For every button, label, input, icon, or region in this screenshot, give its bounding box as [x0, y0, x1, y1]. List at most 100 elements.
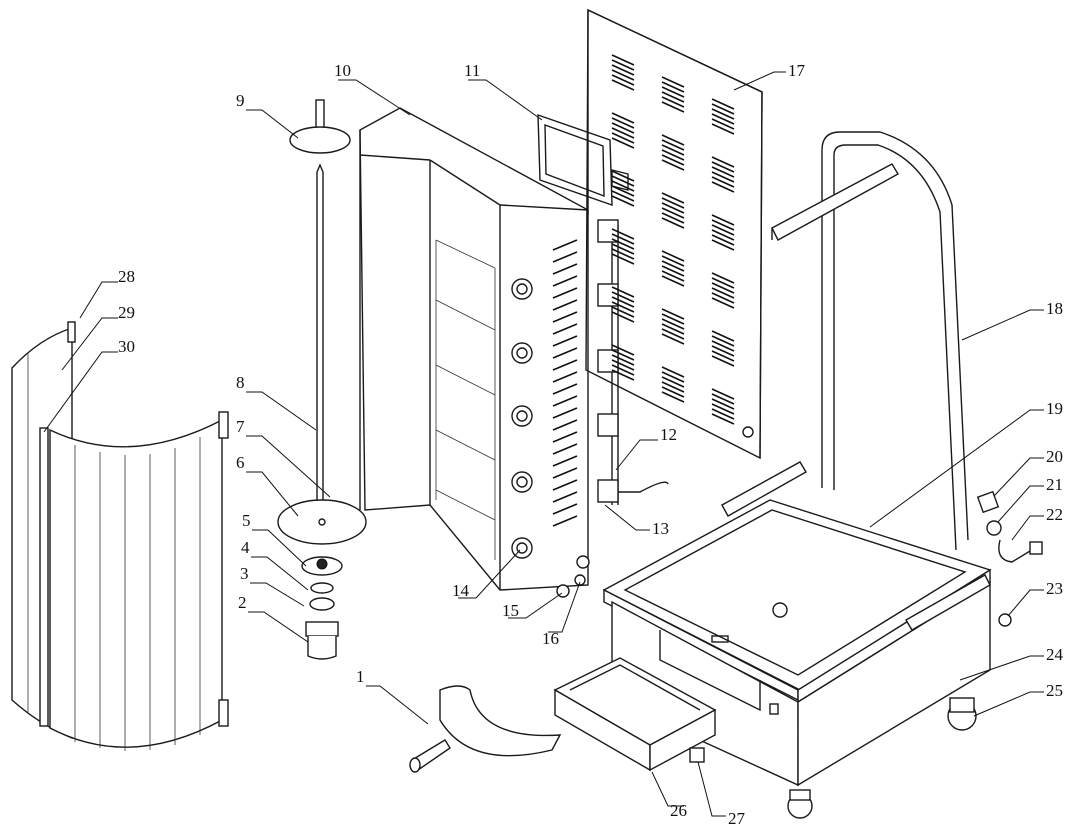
callout-30: 30 — [118, 337, 135, 356]
vent-slot — [611, 296, 635, 308]
vent-slot — [711, 176, 735, 188]
vent-slot — [711, 239, 735, 251]
vent-slot — [661, 139, 685, 151]
vent-slot — [661, 101, 685, 113]
vent-slot — [711, 355, 735, 367]
callout-28: 28 — [118, 267, 135, 286]
drawer — [553, 657, 779, 772]
vent-slot — [611, 354, 635, 366]
callout-7: 7 — [236, 417, 245, 436]
callout-17: 17 — [788, 61, 806, 80]
vent-slot — [611, 364, 635, 376]
vent-slot — [661, 371, 685, 383]
vent-slot — [661, 366, 685, 378]
vent-slot — [661, 328, 685, 340]
vent-slot — [711, 340, 735, 352]
leader-lines — [43, 71, 1044, 817]
vent-slot — [611, 238, 635, 250]
vent-slot — [661, 255, 685, 267]
vent-slot — [611, 64, 635, 76]
vent-slot — [661, 81, 685, 93]
vent-slot — [611, 253, 635, 265]
vent-slot — [661, 96, 685, 108]
vent-slot — [661, 318, 685, 330]
vent-slot — [711, 108, 735, 120]
vent-slot — [711, 214, 735, 226]
callout-23: 23 — [1046, 579, 1063, 598]
heating-tower — [359, 107, 590, 598]
vent-slot — [611, 248, 635, 260]
vent-slot — [611, 54, 635, 66]
guard-shield — [11, 321, 229, 751]
vent-slot — [711, 350, 735, 362]
vent-slot — [711, 413, 735, 425]
vent-slot — [711, 282, 735, 294]
vent-slot — [711, 219, 735, 231]
callout-3: 3 — [240, 564, 249, 583]
vent-slot — [611, 69, 635, 81]
vent-slot — [611, 195, 635, 207]
callout-labels: 1 2 3 4 5 6 7 8 9 10 11 12 13 14 15 16 1… — [118, 61, 1064, 828]
callout-8: 8 — [236, 373, 245, 392]
spit-rod-assembly — [277, 99, 367, 660]
vent-slot — [661, 154, 685, 166]
vent-slot — [711, 103, 735, 115]
vent-slot — [711, 408, 735, 420]
vent-slot — [611, 112, 635, 124]
vent-slot — [711, 297, 735, 309]
scoop — [409, 685, 562, 773]
vent-slot — [661, 197, 685, 209]
callout-19: 19 — [1046, 399, 1063, 418]
vent-slot — [611, 228, 635, 240]
callout-11: 11 — [464, 61, 480, 80]
vent-slot — [661, 192, 685, 204]
vent-slot — [661, 250, 685, 262]
vent-slot — [611, 79, 635, 91]
vent-slot — [661, 149, 685, 161]
callout-5: 5 — [242, 511, 251, 530]
vent-slot — [711, 113, 735, 125]
vent-slot — [711, 181, 735, 193]
vent-slot — [661, 265, 685, 277]
callout-14: 14 — [452, 581, 470, 600]
vent-slot — [711, 277, 735, 289]
callout-24: 24 — [1046, 645, 1064, 664]
vent-slot — [611, 175, 635, 187]
back-panel — [585, 8, 763, 460]
vent-slot — [611, 170, 635, 182]
vent-slot — [711, 161, 735, 173]
fittings — [976, 490, 1043, 563]
vent-slot — [661, 86, 685, 98]
vent-slot — [611, 185, 635, 197]
vent-slot — [661, 376, 685, 388]
vent-slot — [711, 224, 735, 236]
vent-slot — [611, 301, 635, 313]
vent-slot — [661, 134, 685, 146]
vent-slot — [611, 311, 635, 323]
vent-slot — [661, 323, 685, 335]
vent-slot — [611, 359, 635, 371]
callout-13: 13 — [652, 519, 669, 538]
vent-slot — [661, 202, 685, 214]
vent-slot — [661, 333, 685, 345]
vent-slot — [711, 166, 735, 178]
callout-9: 9 — [236, 91, 245, 110]
vent-slot — [711, 118, 735, 130]
vent-slot — [711, 123, 735, 135]
callout-15: 15 — [502, 601, 519, 620]
callout-29: 29 — [118, 303, 135, 322]
vent-slot — [711, 292, 735, 304]
vent-slot — [661, 91, 685, 103]
vent-slot — [661, 381, 685, 393]
vent-slot — [611, 344, 635, 356]
vent-slot — [611, 243, 635, 255]
vent-slot — [661, 391, 685, 403]
tower-vents — [552, 239, 578, 527]
vent-slot — [711, 234, 735, 246]
vent-slot — [661, 144, 685, 156]
vent-slot — [711, 345, 735, 357]
callout-25: 25 — [1046, 681, 1063, 700]
vent-slot — [711, 403, 735, 415]
vent-slot — [711, 335, 735, 347]
